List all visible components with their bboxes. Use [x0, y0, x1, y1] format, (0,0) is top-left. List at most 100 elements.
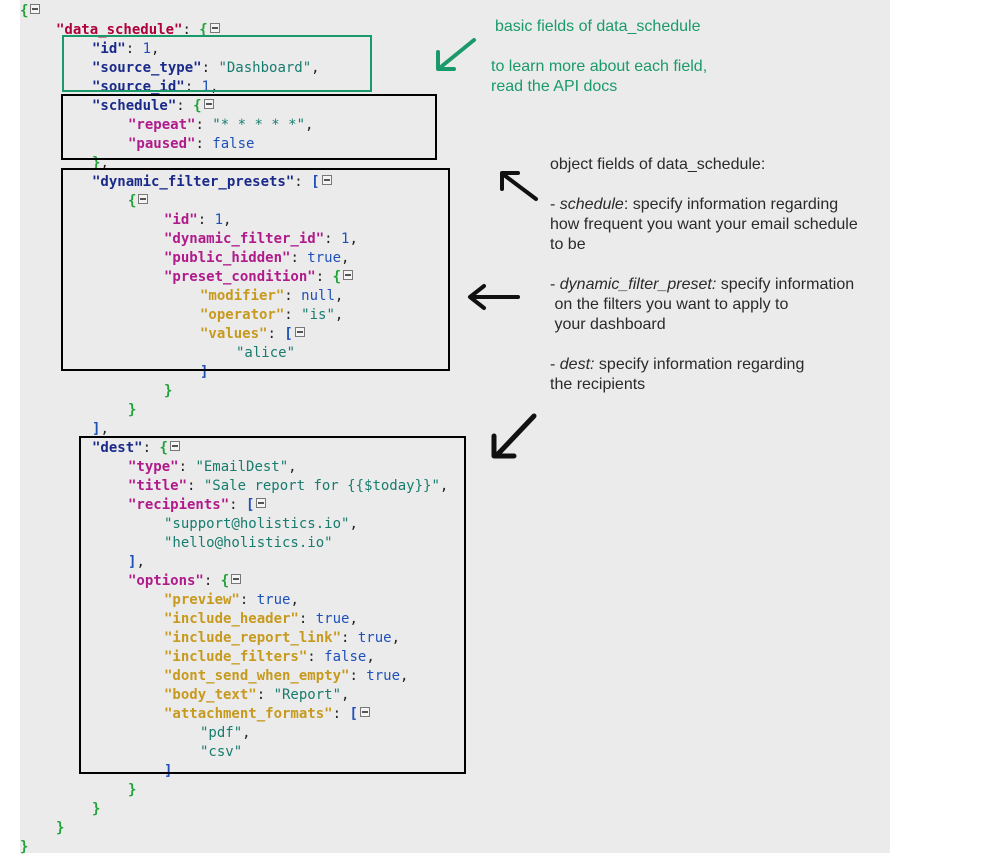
- json-line: ],: [92, 420, 109, 439]
- collapse-toggle-icon[interactable]: [321, 175, 332, 185]
- json-token: "source_type": [92, 60, 202, 76]
- json-token: :: [125, 41, 143, 57]
- collapse-toggle-icon[interactable]: [343, 270, 354, 280]
- json-token: }: [92, 801, 101, 817]
- json-line: "preset_condition": {: [164, 268, 354, 287]
- json-token: false: [212, 136, 255, 152]
- json-line: "dynamic_filter_id": 1,: [164, 230, 358, 249]
- schedule-note-line2: how frequent you want your email schedul…: [550, 216, 858, 233]
- json-token: :: [187, 478, 204, 494]
- basic-fields-note: basic fields of data_schedule: [495, 18, 701, 35]
- json-token: true: [315, 611, 350, 627]
- json-token: "dont_send_when_empty": [164, 668, 350, 684]
- json-token: ,: [223, 212, 232, 228]
- collapse-toggle-icon[interactable]: [30, 4, 41, 14]
- json-token: false: [324, 649, 367, 665]
- dfp-note-line1: - dynamic_filter_preset: specify informa…: [550, 276, 855, 293]
- json-token: "values": [200, 326, 268, 342]
- json-line: "attachment_formats": [: [164, 705, 370, 724]
- json-token: {: [20, 3, 29, 19]
- json-line: },: [92, 154, 109, 173]
- json-token: :: [256, 687, 274, 703]
- json-token: "Report": [273, 687, 342, 703]
- json-line: }: [128, 781, 136, 800]
- json-token: {: [193, 98, 202, 114]
- json-line: }: [20, 838, 28, 857]
- json-token: "is": [301, 307, 335, 323]
- json-token: "public_hidden": [164, 250, 291, 266]
- collapse-toggle-icon[interactable]: [359, 707, 370, 717]
- json-token: :: [267, 326, 285, 342]
- green-arrow-icon: [436, 38, 476, 71]
- collapse-toggle-icon[interactable]: [294, 327, 305, 337]
- json-line: }: [92, 800, 100, 819]
- json-token: :: [315, 269, 333, 285]
- object-fields-heading: object fields of data_schedule:: [550, 156, 766, 173]
- json-token: "title": [128, 478, 188, 494]
- json-token: "hello@holistics.io": [164, 535, 333, 551]
- json-token: 1: [341, 231, 350, 247]
- json-token: ]: [92, 421, 101, 437]
- json-line: "title": "Sale report for {{$today}}",: [128, 477, 448, 496]
- arrow-to-schedule-icon: [500, 171, 538, 201]
- json-token: "preset_condition": [164, 269, 316, 285]
- json-token: "dest": [92, 440, 143, 456]
- json-line: "dest": {: [92, 439, 180, 458]
- json-token: true: [256, 592, 291, 608]
- json-token: ,: [400, 668, 409, 684]
- json-line: "preview": true,: [164, 591, 299, 610]
- json-token: :: [229, 497, 247, 513]
- json-token: ,: [210, 79, 219, 95]
- json-token: :: [178, 459, 196, 475]
- json-token: :: [284, 288, 302, 304]
- json-token: true: [366, 668, 401, 684]
- json-token: :: [201, 60, 219, 76]
- json-token: ,: [242, 725, 251, 741]
- json-line: "alice": [236, 344, 295, 363]
- json-line: "csv": [200, 743, 242, 762]
- json-token: :: [195, 136, 213, 152]
- json-token: "data_schedule": [56, 22, 183, 38]
- json-token: :: [290, 250, 308, 266]
- collapse-toggle-icon[interactable]: [209, 23, 220, 33]
- json-token: "repeat": [128, 117, 196, 133]
- json-token: :: [307, 649, 325, 665]
- json-line: "source_type": "Dashboard",: [92, 59, 320, 78]
- schedule-note-line3: to be: [550, 236, 586, 253]
- dynamic-filter-presets-box: [61, 168, 450, 371]
- dfp-note-line2: on the filters you want to apply to: [550, 296, 789, 313]
- json-token: :: [294, 174, 312, 190]
- dest-note-line2: the recipients: [550, 376, 646, 393]
- json-token: "operator": [200, 307, 285, 323]
- json-token: "id": [92, 41, 126, 57]
- arrow-to-dest-icon: [491, 413, 537, 459]
- json-token: "include_report_link": [164, 630, 342, 646]
- json-token: }: [56, 820, 65, 836]
- collapse-toggle-icon[interactable]: [231, 574, 242, 584]
- collapse-toggle-icon[interactable]: [138, 194, 149, 204]
- json-line: "body_text": "Report",: [164, 686, 349, 705]
- json-token: :: [184, 79, 202, 95]
- json-token: "include_filters": [164, 649, 308, 665]
- json-token: :: [203, 573, 221, 589]
- json-line: "dont_send_when_empty": true,: [164, 667, 408, 686]
- json-token: ,: [349, 516, 358, 532]
- collapse-toggle-icon[interactable]: [169, 441, 180, 451]
- json-token: }: [164, 383, 173, 399]
- json-token: ,: [334, 307, 344, 323]
- collapse-toggle-icon[interactable]: [203, 99, 214, 109]
- json-token: :: [176, 98, 194, 114]
- json-token: "preview": [164, 592, 240, 608]
- schedule-note-line1: - schedule: specify information regardin…: [550, 196, 839, 213]
- basic-fields-box: [62, 35, 372, 92]
- json-line: "modifier": null,: [200, 287, 343, 306]
- json-token: "EmailDest": [195, 459, 289, 475]
- json-token: ,: [311, 60, 320, 76]
- json-token: "include_header": [164, 611, 299, 627]
- json-line: "public_hidden": true,: [164, 249, 349, 268]
- json-token: ,: [391, 630, 401, 646]
- collapse-toggle-icon[interactable]: [256, 498, 267, 508]
- json-token: "csv": [200, 744, 243, 760]
- json-token: ,: [366, 649, 375, 665]
- json-token: true: [357, 630, 392, 646]
